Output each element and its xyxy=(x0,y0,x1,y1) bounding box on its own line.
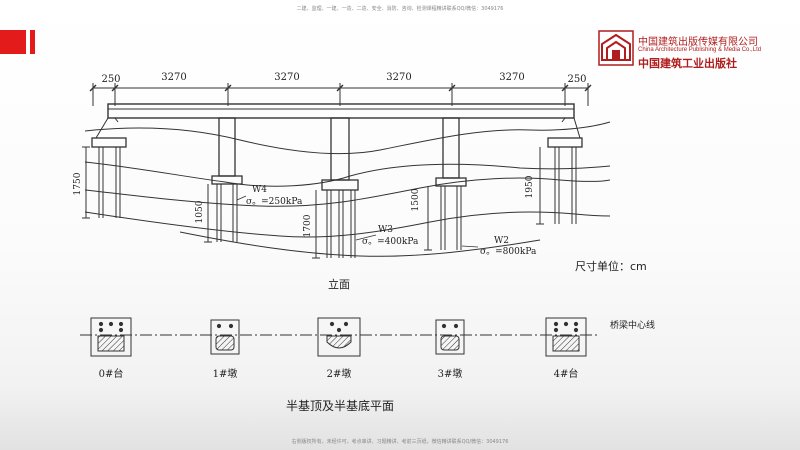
abutment-0 xyxy=(91,117,127,218)
red-accent-stripe xyxy=(30,30,35,54)
dim-pier2-label: 1700 xyxy=(303,214,313,237)
pier-2 xyxy=(321,117,359,258)
plan-labels: 0#台 1#墩 2#墩 3#墩 4#台 xyxy=(99,367,579,380)
plan-label-3: 3#墩 xyxy=(438,367,463,380)
unit-note: 尺寸单位：cm xyxy=(575,259,647,273)
dim-pier3-label: 1500 xyxy=(411,188,421,211)
red-accent-bar xyxy=(0,30,26,54)
plan-title: 半基顶及半基底平面 xyxy=(286,398,394,413)
plan-abutment-4 xyxy=(545,317,587,357)
w3-label: W3 xyxy=(378,225,393,235)
centerline-label: 桥梁中心线 xyxy=(610,319,655,331)
plan-label-2: 2#墩 xyxy=(327,367,352,380)
publisher-name-cn: 中国建筑出版传媒有限公司 xyxy=(638,37,758,48)
plan-label-4: 4#台 xyxy=(554,367,579,380)
pier-3 xyxy=(435,117,467,250)
dim-label: 3270 xyxy=(161,72,186,83)
bridge-deck xyxy=(107,103,575,123)
annotation-leaders xyxy=(236,195,479,248)
top-dimension: 250 3270 3270 3270 3270 250 xyxy=(89,72,592,106)
plan-abutment-0 xyxy=(90,317,132,357)
dim-label: 3270 xyxy=(274,72,299,83)
publisher-name-cn-2: 中国建筑工业出版社 xyxy=(638,57,737,70)
side-dimensions: 1750 1050 1700 1500 1950 xyxy=(73,146,544,259)
w4-label: W4 xyxy=(252,185,267,195)
plan-label-1: 1#墩 xyxy=(213,367,238,380)
plan-label-0: 0#台 xyxy=(99,367,124,380)
publisher-logo: 中国建筑出版传媒有限公司 China Architecture Publishi… xyxy=(598,30,798,70)
dim-label: 3270 xyxy=(386,72,411,83)
soil-layers xyxy=(84,121,611,257)
soil-annotations: W4 σ。=250kPa W3 σ。=400kPa W2 σ。=800kPa xyxy=(246,185,537,257)
header-watermark: 二建、监理、一建、一造、二造、安全、消防、咨询、检测课程精讲联系QQ/微信：30… xyxy=(296,6,504,12)
publisher-name-en: China Architecture Publishing & Media Co… xyxy=(638,47,762,53)
dim-left-label: 1750 xyxy=(73,172,83,195)
abutment-4 xyxy=(547,117,583,224)
w3-sigma: σ。=400kPa xyxy=(362,237,419,247)
dim-label: 250 xyxy=(101,74,120,85)
plan-pier-2 xyxy=(317,317,361,357)
dim-label: 3270 xyxy=(499,72,524,83)
w2-sigma: σ。=800kPa xyxy=(480,247,537,257)
footer-watermark: 右侧版权所有，未经许可，考点串讲、习题精讲、考前三页纸，微信精讲联系QQ/微信：… xyxy=(291,439,509,445)
plan-pier-3 xyxy=(435,319,465,355)
w2-label: W2 xyxy=(494,236,509,246)
w4-sigma: σ。=250kPa xyxy=(246,197,303,207)
floor-background xyxy=(0,385,800,450)
plan-pier-1 xyxy=(210,319,240,355)
publisher-logo-icon xyxy=(598,30,634,66)
elevation-title: 立面 xyxy=(328,277,350,291)
dim-pier1-label: 1050 xyxy=(195,200,205,223)
dim-right-label: 1950 xyxy=(525,175,535,198)
dim-label: 250 xyxy=(567,74,586,85)
